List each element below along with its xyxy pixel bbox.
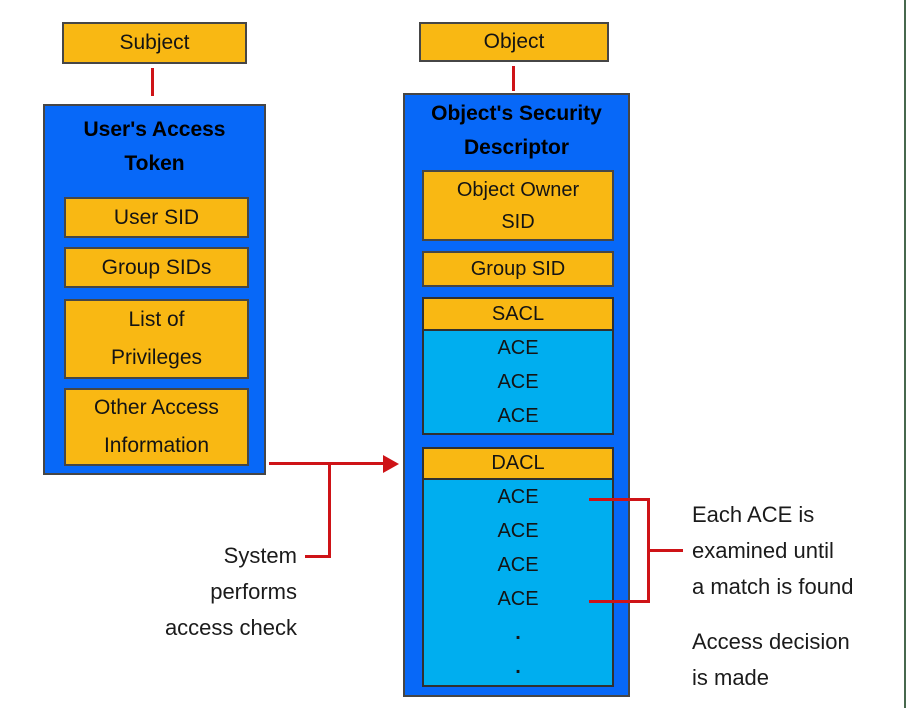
system-note: System performs access check [100, 538, 297, 646]
system-note-line-3: access check [164, 615, 297, 640]
user-access-token-panel: User's Access Token User SID Group SIDs … [43, 104, 266, 475]
token-title-line-2: Token [124, 152, 185, 175]
other-access-info-box: Other Access Information [64, 388, 249, 466]
decision-note-line-1: Access decision [692, 629, 850, 654]
dacl-ace-list: ACE ACE ACE ACE . . [422, 480, 614, 687]
access-decision-note: Access decision is made [692, 624, 902, 696]
sacl-header: SACL [422, 297, 614, 331]
group-sid-box: Group SID [422, 251, 614, 287]
dacl-ellipsis-dot-1: . [515, 622, 521, 645]
system-note-line-2: performs [210, 579, 297, 604]
ace-bracket-middle-stub [650, 549, 683, 552]
group-sids-label: Group SIDs [101, 255, 212, 279]
privileges-label-line-1: List of [128, 308, 185, 331]
owner-sid-line-2: SID [501, 210, 535, 233]
sacl-label: SACL [491, 302, 545, 325]
group-sids-box: Group SIDs [64, 247, 249, 288]
privileges-label-line-2: Privileges [110, 346, 203, 369]
other-access-label-line-1: Other Access [94, 396, 219, 419]
system-note-connector-vertical [328, 465, 331, 558]
system-note-line-1: System [223, 543, 297, 568]
other-access-label-line-2: Information [103, 434, 210, 457]
page-edge-line [904, 0, 906, 708]
access-check-arrow-head [383, 455, 399, 473]
group-sid-label: Group SID [470, 257, 566, 280]
dacl-ace-3: ACE [497, 553, 539, 576]
dacl-ace-2: ACE [497, 519, 539, 542]
sacl-ace-3: ACE [497, 404, 539, 427]
object-label: Object [483, 30, 545, 53]
user-sid-box: User SID [64, 197, 249, 238]
descriptor-title-line-1: Object's Security [431, 102, 602, 125]
ace-note-line-3: a match is found [692, 574, 854, 599]
ace-bracket-bottom-line [589, 600, 650, 603]
sacl-ace-2: ACE [497, 370, 539, 393]
ace-bracket-vertical-line [647, 498, 650, 603]
system-note-connector-stub [305, 555, 331, 558]
dacl-label: DACL [491, 452, 545, 474]
object-box: Object [419, 22, 609, 62]
dacl-header: DACL [422, 447, 614, 480]
user-sid-label: User SID [113, 205, 200, 229]
subject-box: Subject [62, 22, 247, 64]
ace-note-line-1: Each ACE is [692, 502, 815, 527]
object-descriptor-connector-line [512, 66, 515, 91]
object-owner-sid-box: Object Owner SID [422, 170, 614, 241]
subject-label: Subject [119, 31, 190, 54]
list-of-privileges-box: List of Privileges [64, 299, 249, 379]
ace-examined-note: Each ACE is examined until a match is fo… [692, 497, 902, 605]
security-descriptor-panel: Object's Security Descriptor Object Owne… [403, 93, 630, 697]
token-title-line-1: User's Access [83, 118, 226, 141]
decision-note-line-2: is made [692, 665, 770, 690]
ace-note-line-2: examined until [692, 538, 834, 563]
descriptor-title-line-2: Descriptor [463, 136, 570, 159]
dacl-ace-1: ACE [497, 485, 539, 508]
sacl-ace-list: ACE ACE ACE [422, 331, 614, 435]
descriptor-panel-title: Object's Security Descriptor [405, 97, 628, 165]
dacl-ellipsis-dot-2: . [515, 656, 521, 679]
access-check-arrow-shaft [269, 462, 385, 465]
subject-token-connector-line [151, 68, 154, 96]
token-panel-title: User's Access Token [45, 113, 264, 181]
owner-sid-line-1: Object Owner [456, 178, 580, 201]
ace-bracket-top-line [589, 498, 650, 501]
sacl-ace-1: ACE [497, 336, 539, 359]
dacl-ace-4: ACE [497, 588, 539, 611]
